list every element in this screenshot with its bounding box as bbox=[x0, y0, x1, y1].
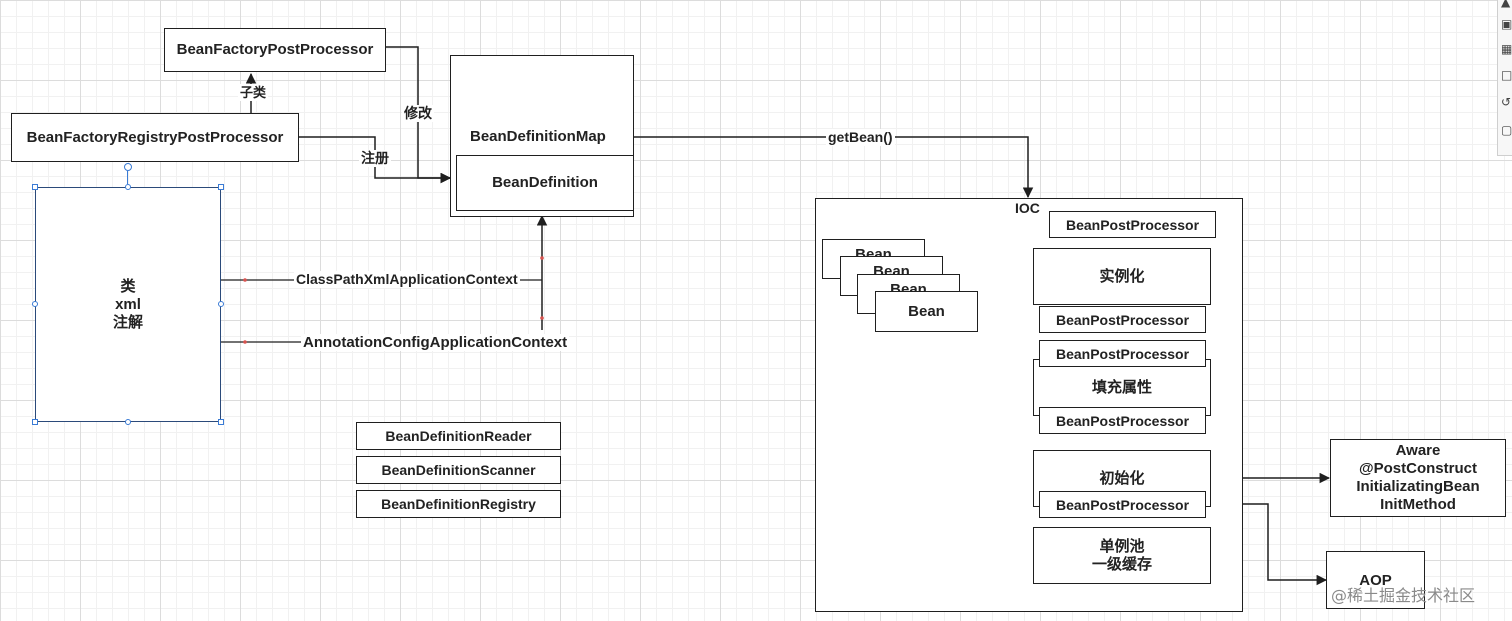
bean-card-front[interactable]: Bean bbox=[875, 291, 978, 332]
bean-factory-post-processor-label: BeanFactoryPostProcessor bbox=[176, 41, 374, 58]
getbean-edge-label: getBean() bbox=[826, 129, 895, 146]
calendar-icon[interactable]: ▣ bbox=[1501, 18, 1512, 30]
annotation-config-context-label: AnnotationConfigApplicationContext bbox=[301, 334, 570, 351]
resize-handle-top-left[interactable] bbox=[32, 184, 38, 190]
bean-definition-scanner-label: BeanDefinitionScanner bbox=[381, 462, 536, 478]
init-processor-label: BeanPostProcessor bbox=[1055, 496, 1190, 513]
resize-handle-bottom-left[interactable] bbox=[32, 419, 38, 425]
outline-icon[interactable]: ▦ bbox=[1501, 43, 1512, 55]
bean-factory-registry-post-processor-box[interactable]: BeanFactoryRegistryPostProcessor bbox=[11, 113, 299, 162]
rotate-handle[interactable] bbox=[124, 163, 132, 171]
bean-factory-post-processor-box[interactable]: BeanFactoryPostProcessor bbox=[164, 28, 386, 72]
history-icon[interactable]: ↺ bbox=[1501, 96, 1512, 108]
singleton-pool-line: 一级缓存 bbox=[1091, 555, 1152, 573]
bean-definition-registry-box[interactable]: BeanDefinitionRegistry bbox=[356, 490, 561, 518]
resize-handle-bottom[interactable] bbox=[125, 419, 131, 425]
after-instantiate-processor-label: BeanPostProcessor bbox=[1055, 311, 1190, 328]
anchor-dot bbox=[540, 256, 544, 260]
getbean-connector bbox=[634, 136, 1034, 199]
register-edge-label: 注册 bbox=[359, 150, 391, 167]
modify-edge-label: 修改 bbox=[402, 105, 434, 122]
source-box[interactable]: 类 xml 注解 bbox=[35, 187, 221, 422]
resize-handle-right[interactable] bbox=[218, 301, 224, 307]
bean-definition-scanner-box[interactable]: BeanDefinitionScanner bbox=[356, 456, 561, 484]
ioc-title: IOC bbox=[1015, 200, 1040, 216]
populate-label: 填充属性 bbox=[1091, 378, 1152, 396]
aware-line: InitMethod bbox=[1380, 496, 1456, 513]
format-icon[interactable]: ▲ bbox=[1501, 0, 1511, 8]
source-line: 注解 bbox=[112, 313, 143, 331]
watermark: @稀土掘金技术社区 bbox=[1331, 586, 1476, 605]
anchor-dot bbox=[243, 340, 247, 344]
aop-box[interactable]: AOP bbox=[1326, 551, 1425, 609]
bean-definition-label: BeanDefinition bbox=[492, 174, 598, 191]
resize-handle-top[interactable] bbox=[125, 184, 131, 190]
anchor-dot bbox=[243, 278, 247, 282]
source-line: 类 bbox=[120, 277, 136, 295]
init-processor-box[interactable]: BeanPostProcessor bbox=[1039, 491, 1206, 518]
before-populate-processor-box[interactable]: BeanPostProcessor bbox=[1039, 340, 1206, 367]
singleton-pool-line: 单例池 bbox=[1099, 537, 1145, 555]
instantiate-box[interactable]: 实例化 bbox=[1033, 248, 1211, 305]
anchor-dot bbox=[540, 316, 544, 320]
aware-line: @PostConstruct bbox=[1359, 460, 1477, 477]
resize-handle-left[interactable] bbox=[32, 301, 38, 307]
bean-card-label: Bean bbox=[908, 302, 945, 320]
bean-definition-box[interactable]: BeanDefinition bbox=[456, 155, 634, 211]
rotate-handle-stem bbox=[127, 171, 128, 184]
source-line: xml bbox=[115, 295, 141, 313]
resize-handle-top-right[interactable] bbox=[218, 184, 224, 190]
comment-icon[interactable]: ▢ bbox=[1501, 124, 1512, 136]
subclass-edge-label: 子类 bbox=[238, 84, 269, 101]
bean-definition-registry-label: BeanDefinitionRegistry bbox=[381, 496, 536, 512]
aop-label: AOP bbox=[1359, 572, 1392, 589]
bean-definition-reader-box[interactable]: BeanDefinitionReader bbox=[356, 422, 561, 450]
aware-line: InitializatingBean bbox=[1356, 478, 1480, 495]
aware-line: Aware bbox=[1395, 442, 1441, 459]
bean-definition-map-label: BeanDefinitionMap bbox=[470, 128, 606, 145]
bean-definition-reader-label: BeanDefinitionReader bbox=[385, 428, 532, 444]
ioc-top-bean-post-processor-box[interactable]: BeanPostProcessor bbox=[1049, 211, 1216, 238]
before-populate-processor-label: BeanPostProcessor bbox=[1055, 345, 1190, 362]
page-icon[interactable]: □ bbox=[1501, 69, 1512, 81]
classpath-xml-context-label: ClassPathXmlApplicationContext bbox=[294, 271, 520, 288]
after-populate-processor-box[interactable]: BeanPostProcessor bbox=[1039, 407, 1206, 434]
aware-box[interactable]: Aware @PostConstruct InitializatingBean … bbox=[1330, 439, 1506, 517]
after-populate-processor-label: BeanPostProcessor bbox=[1055, 412, 1190, 429]
instantiate-label: 实例化 bbox=[1099, 267, 1145, 285]
singleton-pool-box[interactable]: 单例池 一级缓存 bbox=[1033, 527, 1211, 584]
ioc-top-bean-post-processor-label: BeanPostProcessor bbox=[1065, 216, 1200, 233]
after-instantiate-processor-box[interactable]: BeanPostProcessor bbox=[1039, 306, 1206, 333]
bean-factory-registry-post-processor-label: BeanFactoryRegistryPostProcessor bbox=[26, 128, 284, 146]
side-toolbar: ▲ ▣ ▦ □ ↺ ▢ bbox=[1497, 0, 1512, 156]
resize-handle-bottom-right[interactable] bbox=[218, 419, 224, 425]
initialize-label: 初始化 bbox=[1099, 470, 1145, 487]
